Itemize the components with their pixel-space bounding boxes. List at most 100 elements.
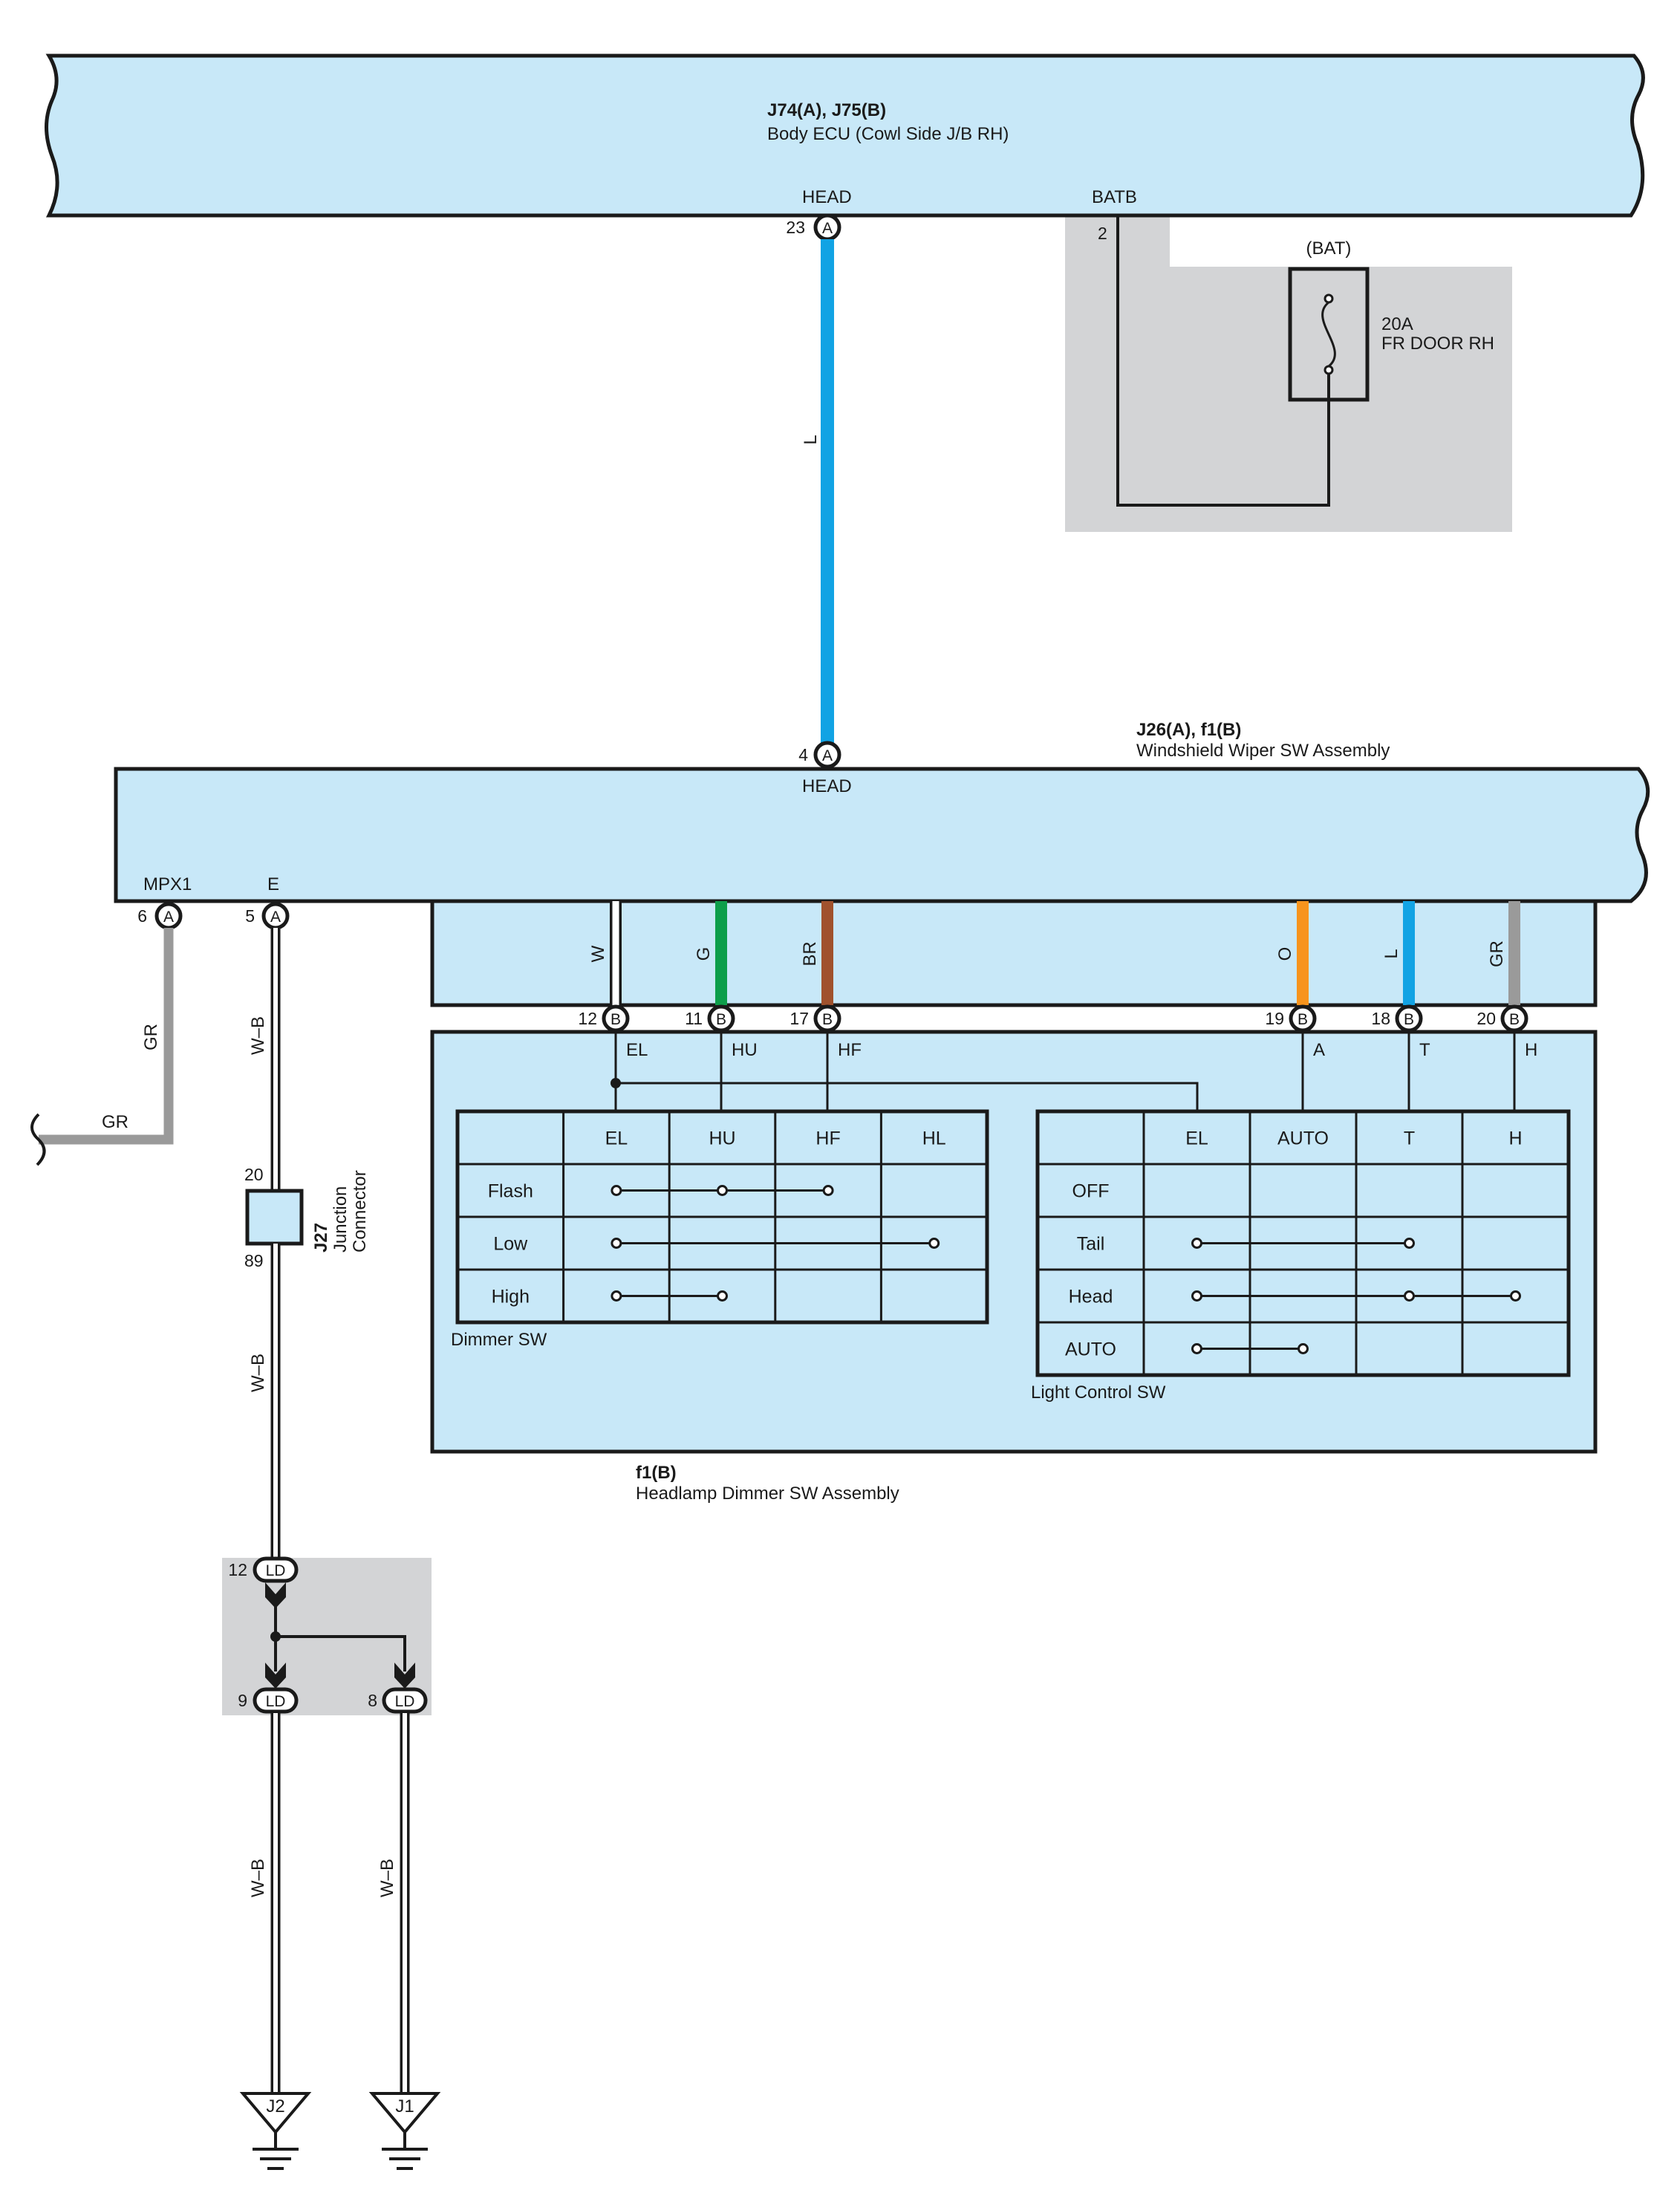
bus-pin-connector-letter: B (822, 1011, 833, 1028)
ecu-batb-label: BATB (1092, 187, 1137, 207)
light-continuity-point (1191, 1238, 1202, 1249)
dimmer-col-header: HL (922, 1128, 946, 1149)
ecu-head-label: HEAD (802, 187, 852, 207)
j27-box (245, 1189, 304, 1246)
ecu-head-connector-letter: A (822, 220, 833, 237)
ld-arrow-in-icon (265, 1582, 286, 1608)
headlamp-dimmer-name: Headlamp Dimmer SW Assembly (636, 1484, 899, 1504)
fuse-rating: 20A (1381, 314, 1413, 334)
dimmer-continuity-point (928, 1238, 940, 1249)
ground-wire-code-j1: W–B (377, 1859, 397, 1897)
dimmer-row-label: High (492, 1287, 530, 1307)
dimmer-sw-label: Dimmer SW (451, 1330, 547, 1350)
ground-j1-icon (368, 2092, 441, 2170)
ld-out2-connector: LD (382, 1687, 428, 1714)
ld-junction-dot (270, 1631, 281, 1642)
internal-wiring (614, 1029, 1516, 1111)
bus-pin-number: 18 (1371, 1009, 1390, 1028)
light-continuity-point (1404, 1238, 1415, 1249)
bus-pin-connector-circle: B (1395, 1004, 1423, 1033)
ld-arrow-out2-icon (394, 1663, 415, 1689)
wire-harness-box (430, 899, 1598, 1007)
dimmer-continuity-point (717, 1290, 728, 1302)
bus-pin-connector-letter: B (1509, 1011, 1520, 1028)
light-continuity-point (1510, 1290, 1521, 1302)
light-control-sw-label: Light Control SW (1031, 1383, 1166, 1403)
bus-pin-connector-circle: B (707, 1004, 735, 1033)
wiper-sw-box (114, 767, 1650, 903)
ld-pin-in: 12 (228, 1560, 247, 1579)
bus-wire-code-W: W (588, 945, 608, 962)
light-continuity-point (1191, 1290, 1202, 1302)
dimmer-row-label: Flash (488, 1181, 533, 1202)
batb-wire (1116, 215, 1330, 507)
bus-signal-HF: HF (838, 1040, 862, 1060)
headlamp-dimmer-connector: f1(B) (636, 1463, 677, 1483)
e-connector-circle: A (261, 902, 290, 930)
body-ecu-connector: J74(A), J75(B) (767, 100, 886, 120)
light-row-label: OFF (1072, 1181, 1110, 1202)
ground-j1-label: J1 (395, 2096, 414, 2116)
dimmer-continuity-point (717, 1185, 728, 1196)
dimmer-continuity-point (822, 1185, 834, 1196)
j27-pin-bottom: 89 (244, 1251, 264, 1270)
light-row-label: AUTO (1065, 1339, 1116, 1360)
fuse-icon (1321, 293, 1336, 375)
bus-wire-code-G: G (694, 947, 714, 961)
fuse-source: (BAT) (1306, 238, 1352, 259)
mpx1-wire-break (30, 1113, 46, 1166)
bus-pin-number: 12 (578, 1009, 597, 1028)
wiper-mpx1-label: MPX1 (143, 874, 192, 894)
bus-pin-number: 20 (1476, 1009, 1496, 1028)
bus-pin-connector-letter: B (716, 1011, 726, 1028)
dimmer-continuity-point (611, 1185, 622, 1196)
dimmer-row-label: Low (493, 1234, 528, 1255)
bus-pin-connector-circle: B (602, 1004, 630, 1033)
e-pin-number: 5 (245, 906, 255, 926)
light-continuity-point (1191, 1343, 1202, 1354)
light-row-label: Head (1069, 1287, 1113, 1307)
body-ecu-name: Body ECU (Cowl Side J/B RH) (767, 124, 1009, 144)
bus-signal-EL: EL (626, 1040, 648, 1060)
bus-wire-code-O: O (1275, 947, 1295, 961)
bus-pin-number: 11 (685, 1009, 703, 1028)
ld-arrow-out1-icon (265, 1663, 286, 1689)
head-wire-code: L (801, 435, 821, 444)
ground-wire-code-upper: W–B (248, 1016, 268, 1055)
j27-line2: Connector (350, 1170, 370, 1253)
bus-pin-number: 19 (1265, 1009, 1284, 1028)
ground-wire-code-middle: W–B (248, 1354, 268, 1392)
mpx1-wire-code-horizontal: GR (102, 1112, 128, 1132)
fuse-name: FR DOOR RH (1381, 334, 1494, 354)
ld-in-connector: LD (253, 1556, 299, 1583)
bus-signal-HU: HU (732, 1040, 758, 1060)
bus-pin-connector-letter: B (1298, 1011, 1308, 1028)
wiper-e-label: E (267, 874, 279, 894)
wiper-head-connector-circle: A (813, 741, 841, 769)
body-ecu-box (45, 53, 1645, 218)
light-col-header: AUTO (1277, 1128, 1329, 1149)
ecu-head-connector-circle: A (813, 213, 841, 241)
mpx1-wire-GR (39, 928, 174, 1145)
mpx1-connector-circle: A (154, 902, 183, 930)
dimmer-col-header: HU (709, 1128, 735, 1149)
ecu-batb-pin-number: 2 (1098, 224, 1107, 243)
ld-out1-connector: LD (253, 1687, 299, 1714)
mpx1-wire-code-vertical: GR (141, 1024, 161, 1050)
bus-pin-connector-circle: B (813, 1004, 841, 1033)
bus-signal-H: H (1525, 1040, 1537, 1060)
light-continuity-point (1404, 1290, 1415, 1302)
ld-in-connector-label: LD (266, 1562, 286, 1579)
j27-line1: Junction (331, 1186, 351, 1253)
dimmer-col-header: HF (815, 1128, 840, 1149)
wiper-sw-connector: J26(A), f1(B) (1136, 720, 1241, 740)
ld-out2-connector-label: LD (395, 1693, 415, 1710)
wiper-head-pin-number: 4 (798, 745, 808, 764)
wiper-head-label: HEAD (802, 776, 852, 796)
j27-connector: J27 (311, 1223, 331, 1253)
ground-wire-code-j2: W–B (248, 1859, 268, 1897)
